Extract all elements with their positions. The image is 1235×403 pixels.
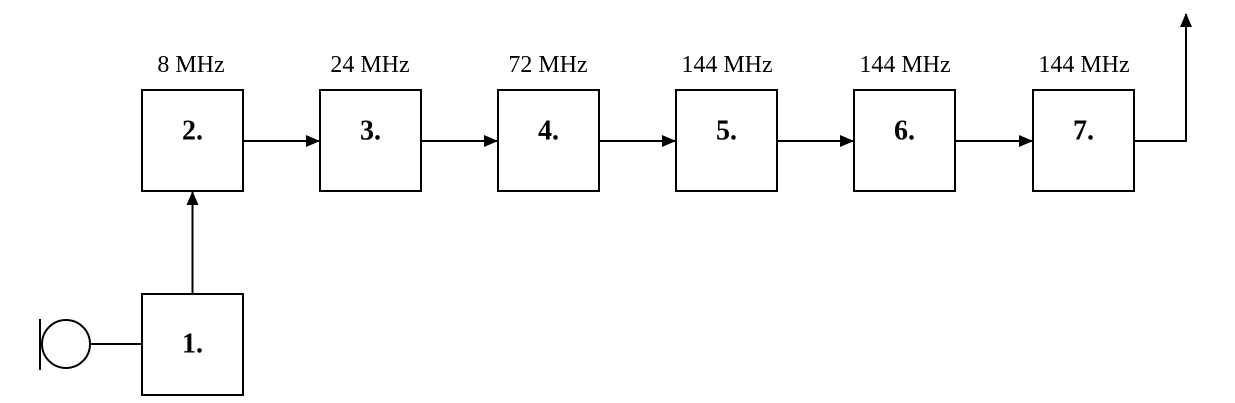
block-4-label: 4. (538, 115, 559, 146)
block-1-label: 1. (182, 328, 203, 359)
source-symbol (39, 319, 91, 370)
freq-label-block-6: 144 MHz (859, 52, 950, 78)
freq-label-block-5: 144 MHz (681, 52, 772, 78)
block-3: 3. (319, 89, 422, 192)
output-arrow (1134, 13, 1192, 142)
block-6: 6. (853, 89, 956, 192)
block-7: 7. (1032, 89, 1135, 192)
block-1: 1. (141, 293, 244, 396)
block-2-label: 2. (182, 115, 203, 146)
block-6-label: 6. (894, 115, 915, 146)
block-5: 5. (675, 89, 778, 192)
freq-label-block-3: 24 MHz (330, 52, 409, 78)
block-4: 4. (497, 89, 600, 192)
block-3-label: 3. (360, 115, 381, 146)
freq-label-block-7: 144 MHz (1038, 52, 1129, 78)
freq-label-block-4: 72 MHz (508, 52, 587, 78)
block-2: 2. (141, 89, 244, 192)
block-5-label: 5. (716, 115, 737, 146)
block-7-label: 7. (1073, 115, 1094, 146)
freq-label-block-2: 8 MHz (157, 52, 224, 78)
